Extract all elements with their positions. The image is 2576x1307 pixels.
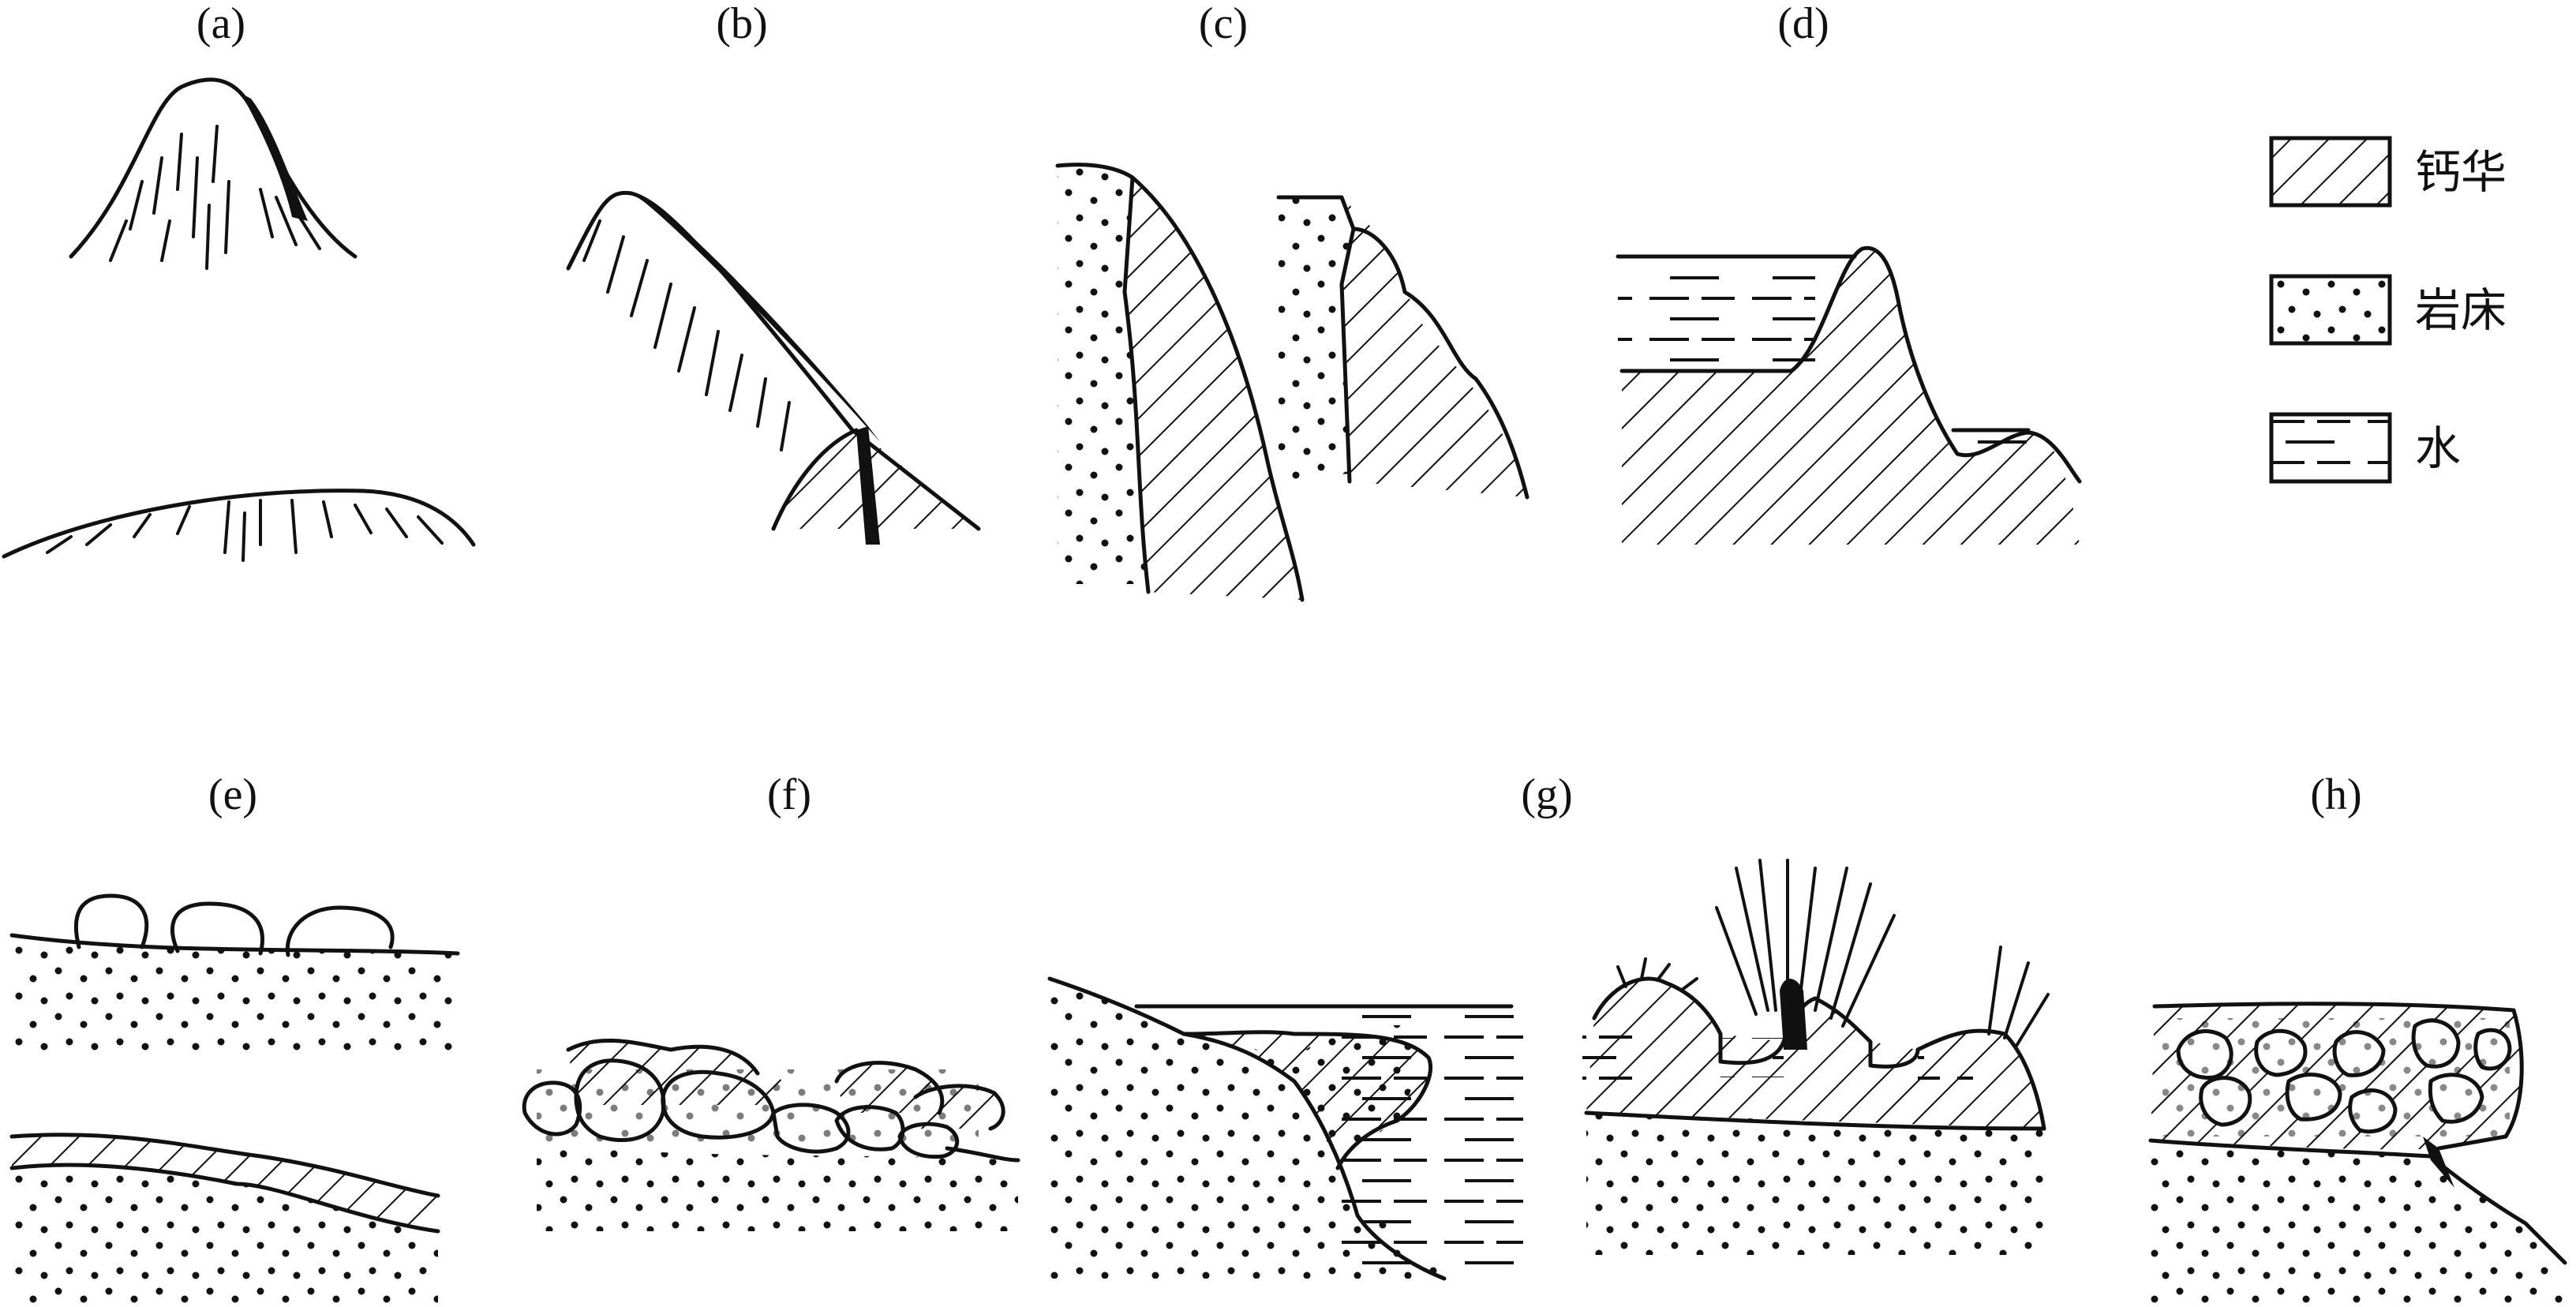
legend-swatch-bedrock: [2269, 274, 2392, 346]
panel-d-sketch: [1616, 245, 2082, 545]
legend-label-water: 水: [2415, 421, 2461, 475]
panel-label-h: (h): [2310, 770, 2361, 819]
legend-swatch-travertine: [2269, 136, 2392, 208]
panel-e-sketch: [9, 893, 460, 1306]
legend-label-bedrock: 岩床: [2415, 283, 2507, 337]
legend-label-travertine: 钙华: [2415, 145, 2507, 199]
panel-a-sketch: [2, 77, 476, 562]
legend-swatch-water: [2269, 412, 2392, 484]
panel-b-sketch: [566, 190, 981, 545]
panel-label-e: (e): [208, 770, 257, 819]
panel-g-sketch-left: [1047, 976, 1523, 1281]
panel-c-sketch: [1055, 163, 1530, 602]
panel-g-sketch-right: [1582, 859, 2050, 1255]
panel-label-d: (d): [1777, 0, 1829, 48]
panel-f-sketch: [522, 1038, 1020, 1231]
panel-label-a: (a): [197, 0, 245, 48]
panel-label-g: (g): [1521, 770, 1572, 819]
panel-label-c: (c): [1199, 0, 1248, 48]
legend: 钙华 岩床 水: [2269, 136, 2507, 484]
panel-h-sketch: [2148, 1002, 2567, 1306]
panel-label-f: (f): [767, 770, 811, 819]
panel-label-b: (b): [716, 0, 767, 48]
